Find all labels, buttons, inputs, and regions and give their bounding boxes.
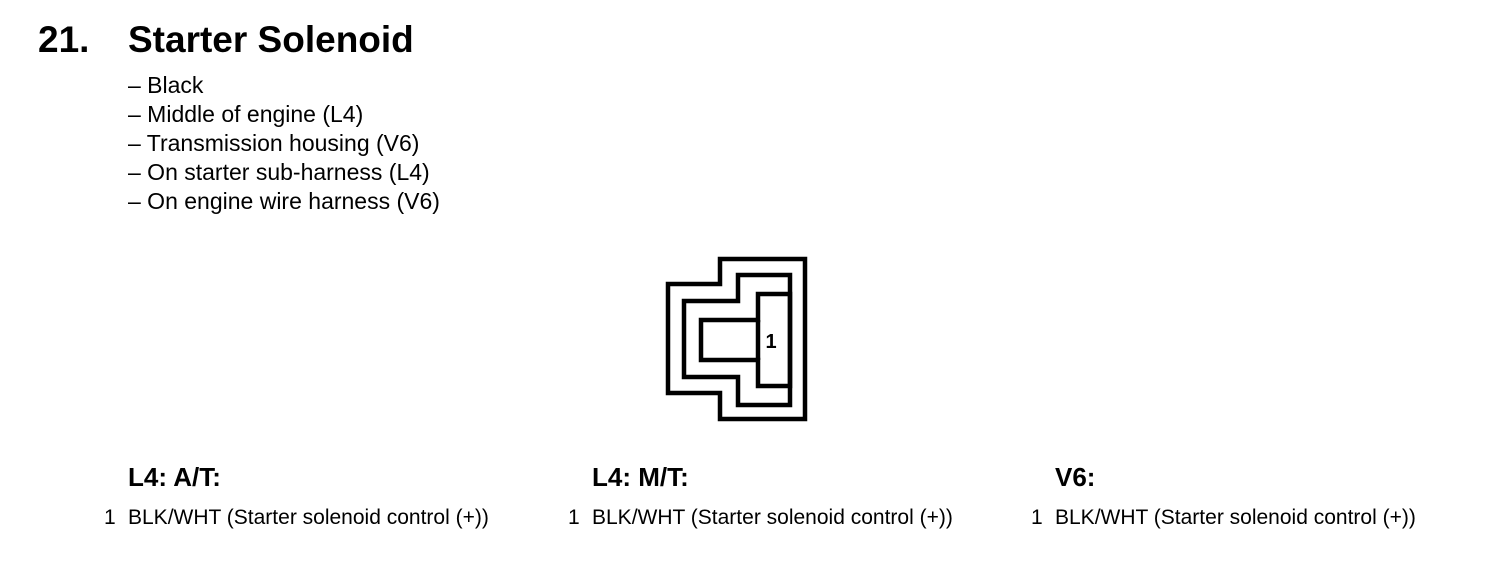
variant-title: L4: M/T: — [592, 462, 689, 492]
variant-title: L4: A/T: — [128, 462, 221, 492]
connector-color: – Black — [128, 72, 204, 98]
harness-v6: – On engine wire harness (V6) — [128, 188, 440, 214]
pin-wire-description: BLK/WHT (Starter solenoid control (+)) — [592, 506, 953, 529]
pin-wire-description: BLK/WHT (Starter solenoid control (+)) — [128, 506, 489, 529]
pin-number: 1 — [104, 506, 116, 529]
section-title: Starter Solenoid — [128, 19, 414, 60]
section-number: 21. — [38, 19, 90, 60]
pin-number: 1 — [568, 506, 580, 529]
location-l4: – Middle of engine (L4) — [128, 101, 364, 127]
connector-face-diagram: 1 — [665, 256, 808, 422]
pin-number: 1 — [1031, 506, 1043, 529]
variant-title: V6: — [1055, 462, 1096, 492]
pin-wire-description: BLK/WHT (Starter solenoid control (+)) — [1055, 506, 1416, 529]
connector-latch — [698, 291, 793, 389]
harness-l4: – On starter sub-harness (L4) — [128, 159, 430, 185]
location-v6: – Transmission housing (V6) — [128, 130, 420, 156]
connector-description-list: – Black – Middle of engine (L4) – Transm… — [128, 71, 440, 216]
terminal-pin-label: 1 — [765, 331, 776, 353]
connector-outer-shell — [665, 256, 808, 422]
